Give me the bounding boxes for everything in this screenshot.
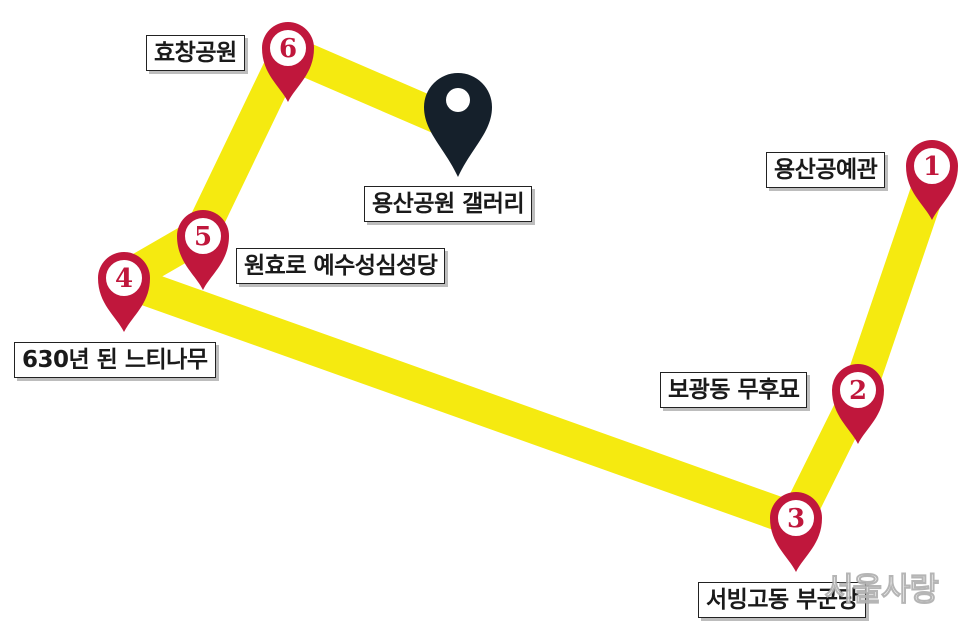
stop-6-number: 6: [279, 34, 297, 64]
stop-2-label: 보광동 무후묘: [660, 372, 808, 408]
stop-2-number: 2: [849, 376, 867, 406]
stop-1-pin-icon[interactable]: 1: [906, 140, 958, 220]
stop-1-label: 용산공예관: [766, 152, 886, 188]
stop-5-label: 원효로 예수성심성당: [236, 248, 446, 284]
stop-3-number: 3: [787, 504, 805, 534]
stop-6-label: 효창공원: [146, 35, 245, 71]
stop-5-pin-icon[interactable]: 5: [177, 210, 229, 290]
publisher-watermark: 서울사랑: [824, 570, 940, 609]
gallery-location-pin-icon[interactable]: [424, 73, 492, 177]
stop-4-pin-icon[interactable]: 4: [98, 252, 150, 332]
walking-route-line: [105, 35, 949, 537]
stop-3-label: 서빙고동 부군당: [698, 582, 867, 618]
stop-3-pin-icon[interactable]: 3: [770, 492, 822, 572]
gallery-label: 용산공원 갤러리: [364, 186, 533, 222]
stop-6-pin-icon[interactable]: 6: [262, 22, 314, 102]
stop-1-number: 1: [923, 152, 941, 182]
stop-2-pin-icon[interactable]: 2: [832, 364, 884, 444]
stop-5-number: 5: [194, 222, 212, 252]
stop-4-label: 630년 된 느티나무: [14, 342, 216, 378]
stop-4-number: 4: [115, 264, 133, 294]
